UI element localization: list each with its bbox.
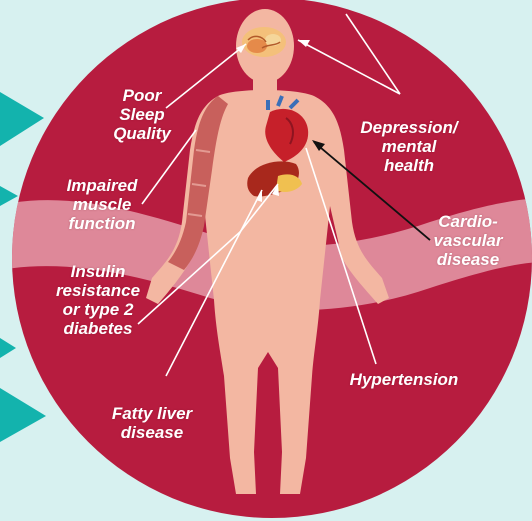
brain-icon xyxy=(242,27,286,57)
label-hypertension: Hypertension xyxy=(334,370,474,389)
teal-arrow-icon xyxy=(0,92,44,146)
teal-arrow-icon xyxy=(0,186,18,206)
teal-arrow-icon xyxy=(0,388,46,442)
teal-arrow-icon xyxy=(0,338,16,358)
